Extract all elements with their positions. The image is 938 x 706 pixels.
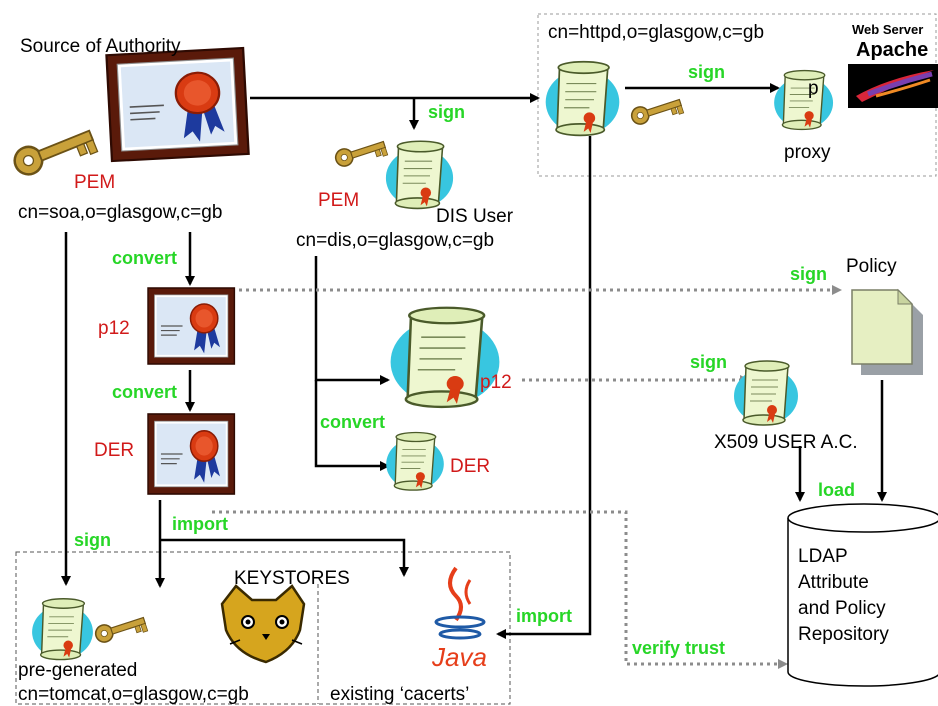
der-left-label: DER	[94, 440, 134, 461]
httpd-key-icon	[628, 93, 685, 130]
dis-certificate-icon	[385, 140, 454, 210]
java-label: Java	[431, 642, 487, 672]
edge-label-convert-2: convert	[112, 382, 177, 402]
p12-left-label: p12	[98, 318, 130, 339]
edge-der-verify-trust	[212, 510, 788, 669]
httpd-certificate-icon	[544, 60, 621, 137]
edge-label-load: load	[818, 480, 855, 500]
edge-label-sign-top: sign	[428, 102, 465, 122]
dis-key-icon	[332, 135, 389, 172]
x509-ac-certificate-icon	[733, 360, 799, 426]
soa-certificate-icon	[105, 46, 250, 163]
java-icon: Java	[431, 566, 487, 672]
dis-pem-label: PEM	[318, 190, 359, 211]
solid-edges	[61, 83, 887, 639]
httpd-cn-label: cn=httpd,o=glasgow,c=gb	[548, 22, 764, 43]
soa-cn-label: cn=soa,o=glasgow,c=gb	[18, 202, 222, 223]
pregen-certificate-icon	[31, 598, 94, 661]
ldap-line-3: and Policy	[798, 598, 886, 619]
edge-label-convert-3: convert	[320, 412, 385, 432]
edge-label-sign-bottom: sign	[74, 530, 111, 550]
der-certificate-icon	[147, 413, 236, 495]
dis-user-label: DIS User	[436, 206, 514, 227]
p12-right-label: p12	[480, 372, 512, 393]
keystores-group	[15, 551, 511, 705]
tomcat-icon	[220, 584, 306, 664]
edge-dis-to-der	[314, 380, 390, 471]
proxy-label: proxy	[784, 142, 831, 163]
source-of-authority-label: Source of Authority	[20, 36, 181, 57]
edge-label-sign-proxy: sign	[688, 62, 725, 82]
dotted-edges	[212, 285, 842, 669]
edge-label-convert-1: convert	[112, 248, 177, 268]
edge-httpd-to-java	[496, 136, 592, 639]
der-right-label: DER	[450, 456, 490, 477]
proxy-letter: p	[808, 78, 819, 99]
policy-label: Policy	[846, 256, 897, 277]
edge-label-import-1: import	[172, 514, 228, 534]
keystores-label: KEYSTORES	[234, 568, 350, 589]
edge-der-to-java	[160, 538, 409, 577]
dis-der-certificate-icon	[385, 431, 445, 491]
pregen-line-2: cn=tomcat,o=glasgow,c=gb	[18, 684, 249, 705]
edge-label-sign-ac: sign	[690, 352, 727, 372]
edge-label-verify-trust: verify trust	[632, 638, 725, 658]
existing-cacerts-label: existing ‘cacerts’	[330, 684, 469, 705]
apache-title: Apache	[856, 39, 928, 61]
x509-ac-label: X509 USER A.C.	[714, 432, 858, 453]
ldap-line-2: Attribute	[798, 572, 869, 593]
pregen-line-1: pre-generated	[18, 660, 137, 681]
ldap-line-1: LDAP	[798, 546, 848, 567]
dis-cn-label: cn=dis,o=glasgow,c=gb	[296, 230, 494, 251]
edge-dis-to-p12	[314, 256, 390, 385]
apache-logo: Web Server Apache	[848, 22, 938, 108]
edge-label-sign-policy: sign	[790, 264, 827, 284]
ldap-repository-icon	[787, 503, 938, 687]
pregen-key-icon	[92, 611, 149, 648]
proxy-certificate-icon	[773, 69, 834, 131]
edge-label-import-2: import	[516, 606, 572, 626]
soa-pem-label: PEM	[74, 172, 115, 193]
p12-certificate-icon	[147, 287, 236, 365]
policy-document-icon	[851, 288, 923, 375]
ldap-line-4: Repository	[798, 624, 889, 645]
web-server-title: Web Server	[852, 22, 923, 37]
